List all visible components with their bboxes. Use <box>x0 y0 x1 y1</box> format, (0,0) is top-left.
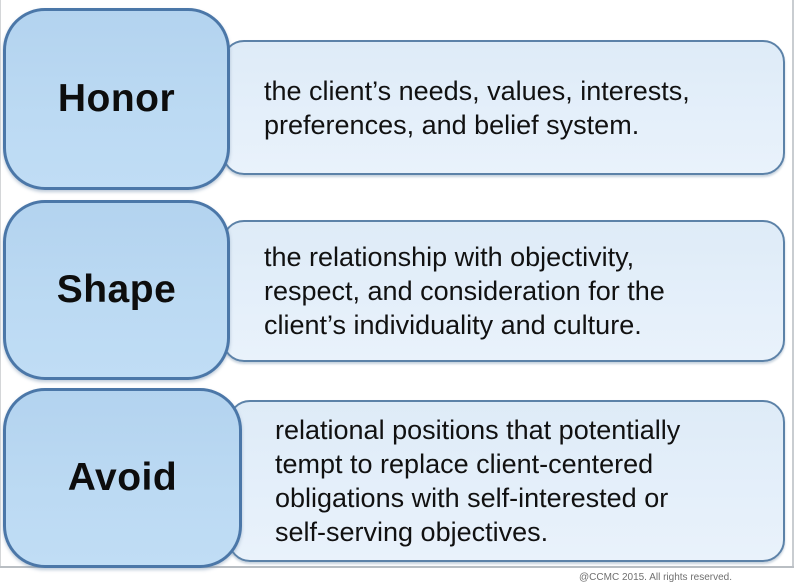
text-honor: the client’s needs, values, interests,pr… <box>264 75 690 140</box>
slide-left-edge <box>0 0 1 567</box>
label-honor: Honor <box>57 77 176 120</box>
label-box-shape: Shape <box>3 200 230 380</box>
label-box-avoid: Avoid <box>3 388 242 568</box>
text-box-honor: the client’s needs, values, interests,pr… <box>222 40 785 175</box>
label-shape: Shape <box>56 268 177 311</box>
label-box-honor: Honor <box>3 8 230 190</box>
slide-right-edge <box>792 0 794 568</box>
slide-bottom-edge <box>0 566 794 568</box>
copyright-notice: @CCMC 2015. All rights reserved. <box>579 572 732 583</box>
label-avoid: Avoid <box>67 456 178 499</box>
text-shape: the relationship with objectivity,respec… <box>264 242 665 340</box>
text-box-shape: the relationship with objectivity,respec… <box>222 220 785 362</box>
